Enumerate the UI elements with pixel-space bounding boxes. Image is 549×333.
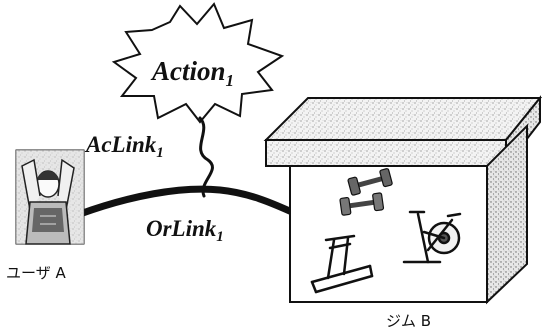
action-subscript: 1 [226,71,235,90]
person-icon [15,149,85,245]
user-node: ユーザ A [6,149,85,282]
action-link-subscript: 1 [156,145,164,161]
action-link-label-group: AcLink1 [84,132,164,161]
dumbbell-icon [339,168,393,216]
action-node: Action1 [111,2,285,124]
origin-link-label: OrLink [146,216,217,241]
gym-caption: ジム B [386,312,431,330]
exercise-bike-icon [402,210,462,264]
action-link-line [198,116,214,198]
gym-node: ジム B [263,95,543,330]
user-caption: ユーザ A [6,264,66,282]
gym-box-icon [263,95,543,305]
action-label: Action [150,56,226,86]
starburst-icon [111,2,285,124]
svg-text:Action1: Action1 [150,56,234,90]
action-link-label: AcLink [84,132,157,157]
origin-link-label-group: OrLink1 [146,216,224,245]
origin-link-line [76,185,296,218]
origin-link-subscript: 1 [216,229,224,245]
treadmill-icon [310,234,374,294]
